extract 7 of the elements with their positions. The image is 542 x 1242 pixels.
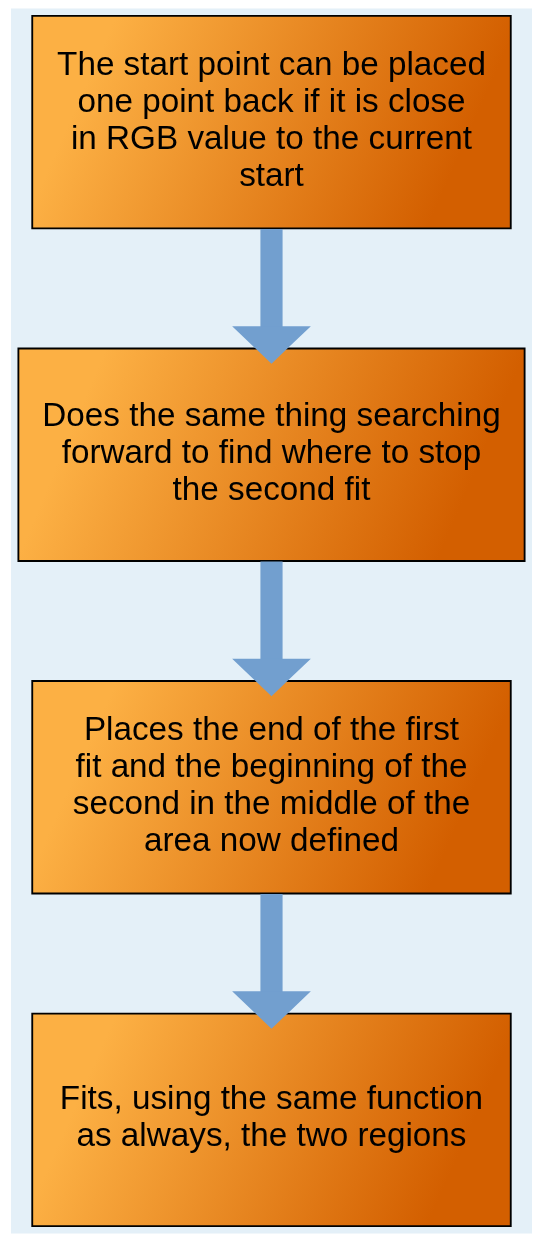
node-box: Does the same thing searching forward to find where to stop the second fit xyxy=(16,347,526,562)
node-box: Fits, using the same function as always, the two regions xyxy=(30,1012,512,1227)
arrow xyxy=(231,229,311,364)
arrow xyxy=(231,894,311,1029)
node-box: Places the end of the first fit and the beginning of the second in the middle of the area now defined xyxy=(30,680,512,895)
arrow xyxy=(231,561,311,697)
node-box: The start point can be placed one point back if it is close in RGB value to the current start xyxy=(30,15,512,230)
